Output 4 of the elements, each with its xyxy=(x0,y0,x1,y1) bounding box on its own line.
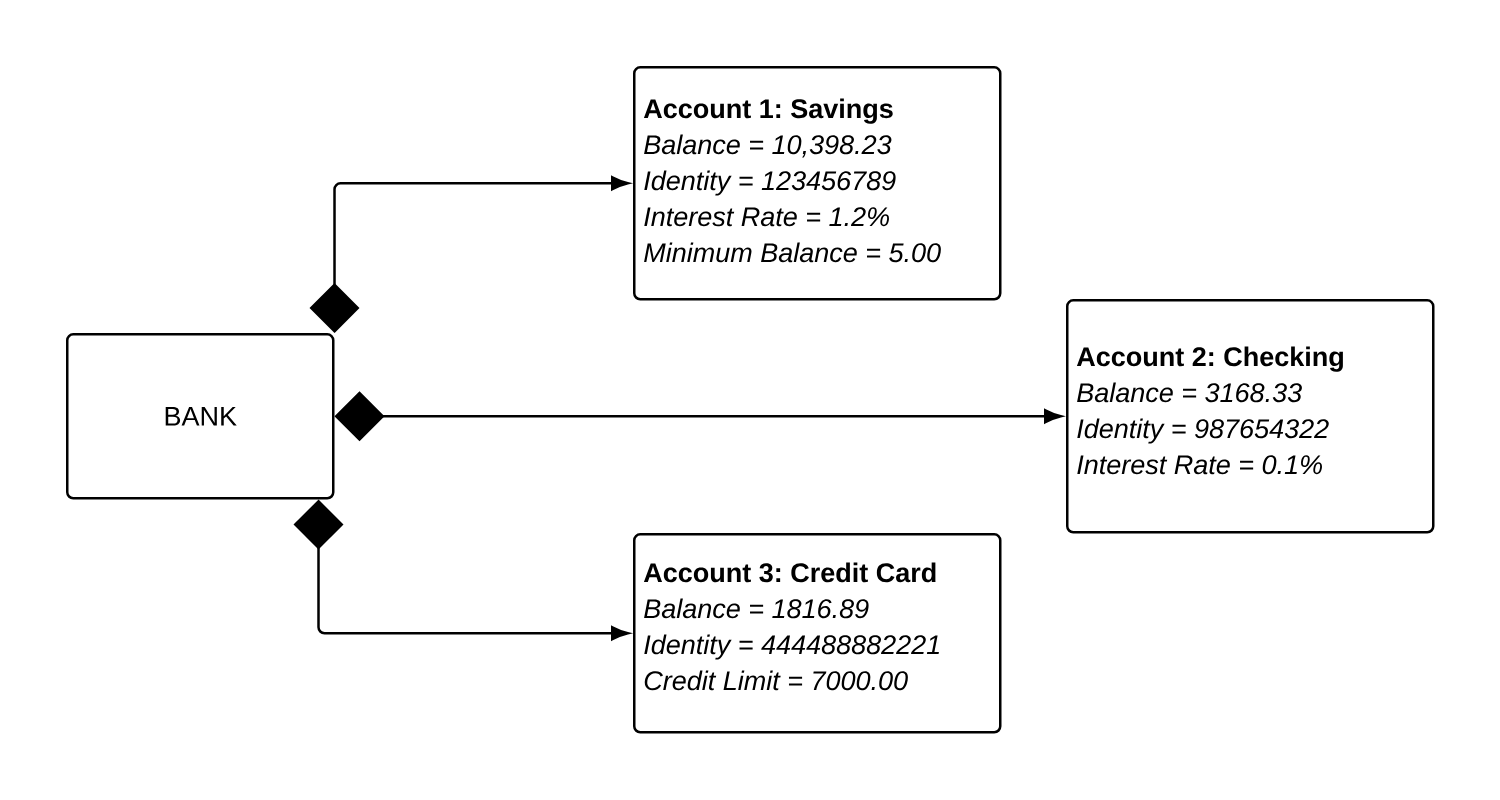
account-box: Account 1: Savings Balance = 10,398.23 Identity = 123456789 Interest Rate = 1.2% Minimum Balance = 5.00 xyxy=(633,66,1002,301)
account-box: Account 2: Checking Balance = 3168.33 Identity = 987654322 Interest Rate = 0.1% xyxy=(1066,299,1435,534)
account-box: Account 3: Credit Card Balance = 1816.89 Identity = 444488882221 Credit Limit = 7000.00 xyxy=(633,533,1002,734)
entity-box: BANK xyxy=(66,333,335,500)
